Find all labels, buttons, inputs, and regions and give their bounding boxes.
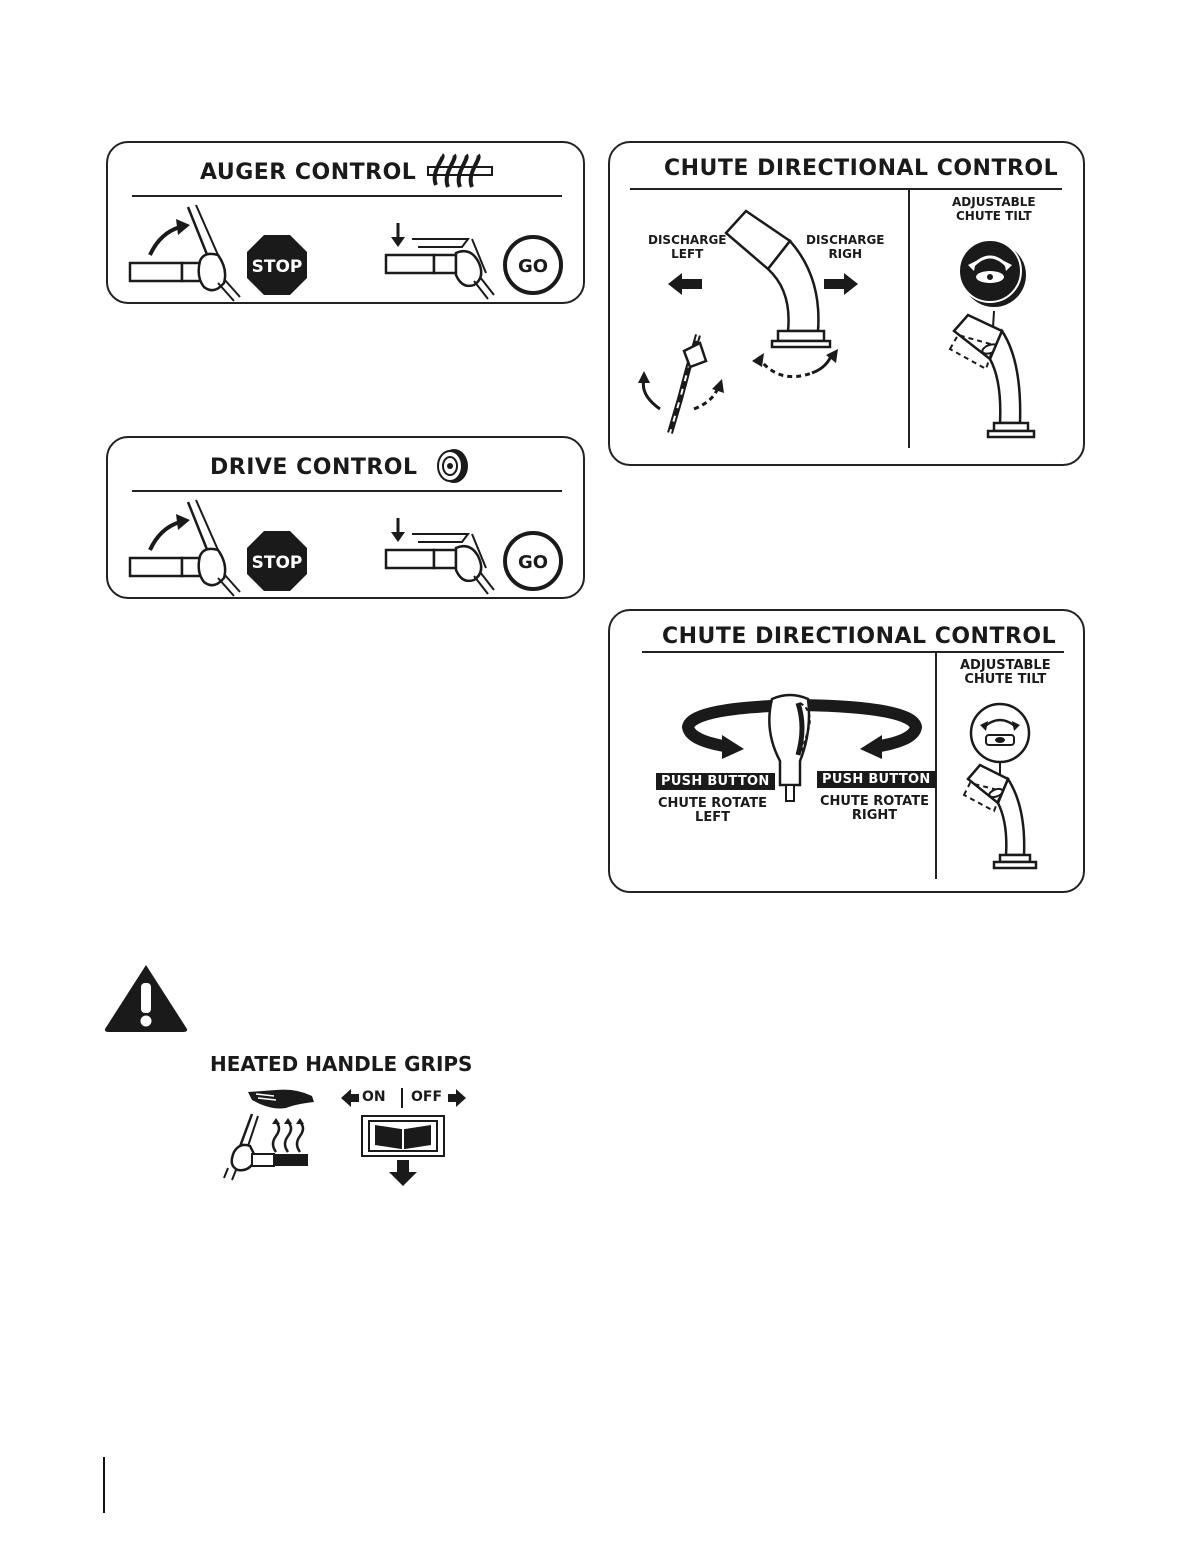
lever-released-illustration (126, 498, 246, 598)
tilt-knob-icon (956, 237, 1028, 309)
chute-column-divider (908, 188, 910, 448)
chute-handle-illustration (754, 691, 834, 811)
heated-grips-on-label: ON (362, 1089, 386, 1105)
auger-icon (426, 151, 496, 191)
auger-go-label: GO (518, 256, 548, 277)
heated-grips-off-label: OFF (411, 1089, 442, 1105)
arrow-down-icon (389, 1160, 417, 1186)
auger-control-title: AUGER CONTROL (200, 160, 416, 185)
lever-engaged-illustration (378, 219, 498, 319)
on-off-separator (401, 1088, 403, 1108)
chute-control-panel-push-button: CHUTE DIRECTIONAL CONTROL PUSH BUTTON CH… (608, 609, 1085, 893)
tilt-chute-illustration (946, 311, 1056, 441)
push-button-left-label: PUSH BUTTON (656, 773, 775, 790)
auger-divider (132, 195, 562, 197)
off-arrow-right-icon (448, 1089, 466, 1107)
go-circle-icon: GO (502, 530, 564, 592)
heated-grips-title: HEATED HANDLE GRIPS (210, 1052, 472, 1076)
stop-sign-icon: STOP (246, 530, 308, 592)
drive-control-panel: DRIVE CONTROL STOP GO (106, 436, 585, 599)
tilt-knob-icon (968, 701, 1032, 765)
chute-illustration (722, 207, 852, 377)
tilt-chute-illustration (960, 763, 1060, 873)
lever-engaged-illustration (378, 514, 498, 614)
auger-stop-label: STOP (252, 257, 303, 277)
heated-handle-illustration (222, 1112, 322, 1182)
go-circle-icon: GO (502, 234, 564, 296)
lever-released-illustration (126, 203, 246, 303)
chute-column-divider (935, 653, 937, 879)
on-arrow-left-icon (341, 1089, 359, 1107)
wheel-icon (432, 446, 472, 486)
chute-control-title: CHUTE DIRECTIONAL CONTROL (662, 624, 1056, 649)
page-margin-rule (103, 1457, 105, 1513)
auger-control-panel: AUGER CONTROL STOP GO (106, 141, 585, 304)
push-button-right-label: PUSH BUTTON (817, 771, 936, 788)
chute-divider (630, 188, 1062, 190)
chute-control-title: CHUTE DIRECTIONAL CONTROL (664, 156, 1058, 181)
joystick-illustration (630, 329, 740, 439)
drive-control-title: DRIVE CONTROL (210, 455, 418, 480)
drive-stop-label: STOP (252, 553, 303, 573)
warning-icon (103, 963, 189, 1033)
hand-icon (246, 1082, 316, 1112)
arrow-left-icon (668, 273, 702, 295)
drive-go-label: GO (518, 552, 548, 573)
drive-divider (132, 490, 562, 492)
rocker-switch-icon[interactable] (361, 1115, 445, 1157)
chute-divider (642, 651, 1064, 653)
stop-sign-icon: STOP (246, 234, 308, 296)
